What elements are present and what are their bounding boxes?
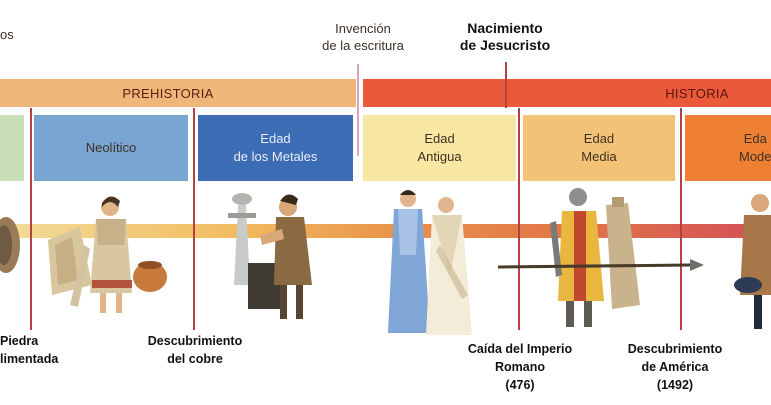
invention-writing-label: Invención de la escritura <box>322 21 404 53</box>
prehistory-label: PREHISTORIA <box>122 85 214 101</box>
medieval-figure-image <box>497 188 704 327</box>
event-america: Descubrimiento de América (1492) <box>627 342 723 392</box>
period-modern: Eda Mode <box>685 115 771 181</box>
period-ancient: Edad Antigua <box>363 115 516 181</box>
birth-christ-label: Nacimiento de Jesucristo <box>459 20 551 53</box>
divider-neolithic-metals <box>193 108 195 330</box>
period-neolithic: Neolítico <box>34 115 188 181</box>
event-rome-fall: Caída del Imperio Romano (476) <box>467 342 573 392</box>
neolithic-figure-image <box>48 196 167 313</box>
period-paleolithic <box>0 115 24 181</box>
paleolithic-figure-image <box>0 217 20 273</box>
divider-medieval-modern <box>680 108 682 330</box>
divider-ancient-medieval <box>518 108 520 330</box>
period-medieval: Edad Media <box>523 115 675 181</box>
ancient-figures-image <box>388 190 472 335</box>
period-metals: Edad de los Metales <box>198 115 353 181</box>
modern-figure-image <box>734 194 771 329</box>
event-polished-stone: Piedra limentada <box>0 334 59 366</box>
divider-paleo-neolithic <box>30 108 32 330</box>
history-band: HISTORIA <box>363 79 771 107</box>
prehistory-band: PREHISTORIA <box>0 79 356 107</box>
metals-figure-image <box>228 193 312 319</box>
history-label: HISTORIA <box>665 85 729 101</box>
figures-illustration <box>0 188 771 335</box>
divider-writing <box>357 64 359 156</box>
top-left-fragment: os <box>0 27 14 42</box>
divider-christ <box>505 62 507 108</box>
event-copper: Descubrimiento del cobre <box>147 334 243 366</box>
